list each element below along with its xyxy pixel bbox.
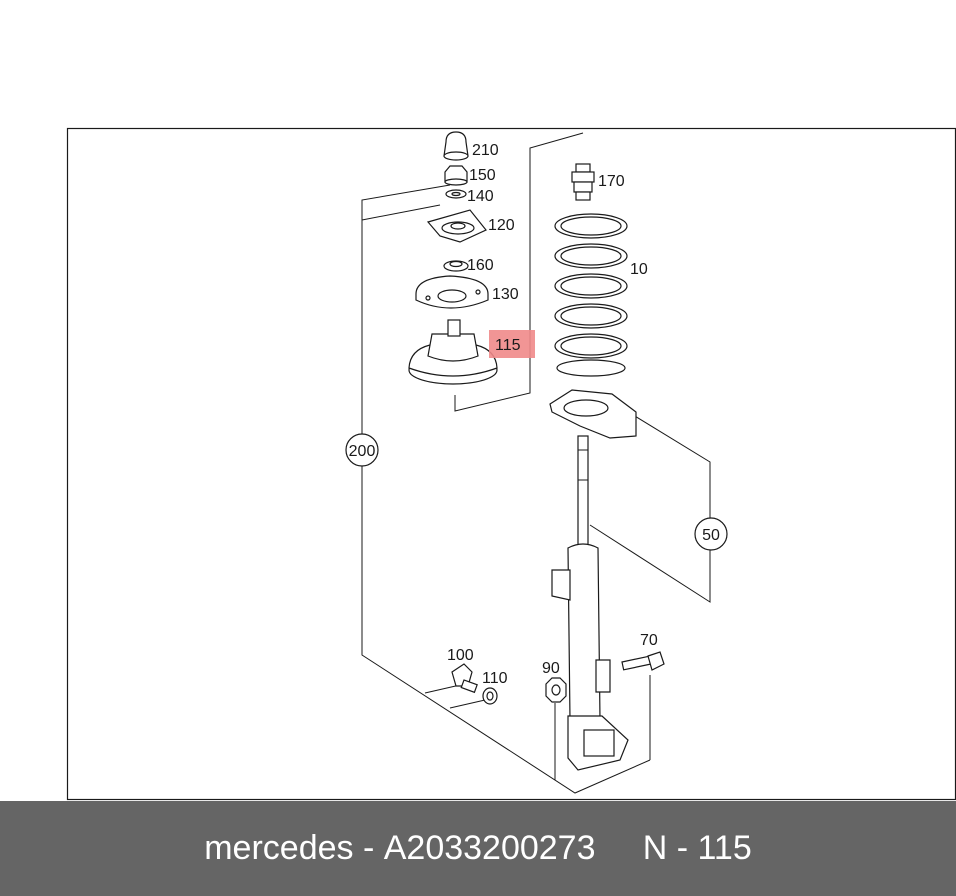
callout-150: 150 bbox=[469, 167, 496, 184]
part-100-bolt bbox=[451, 663, 478, 694]
part-210-cap bbox=[443, 131, 469, 161]
part-140-washer bbox=[445, 189, 467, 199]
part-170-bump-stop bbox=[571, 163, 595, 201]
part-70-bolt bbox=[621, 651, 665, 671]
part-120-plate bbox=[426, 209, 487, 243]
callout-90: 90 bbox=[542, 660, 560, 677]
part-50-spring-seat bbox=[549, 389, 637, 439]
footer-part-number: A2033200273 bbox=[383, 829, 596, 867]
callout-50-circle: 50 bbox=[694, 517, 728, 551]
part-160-bearing bbox=[443, 260, 469, 272]
part-130-plate bbox=[415, 275, 489, 309]
callout-210: 210 bbox=[472, 142, 499, 159]
callout-115: 115 bbox=[495, 337, 521, 354]
bracket-50 bbox=[589, 409, 711, 603]
svg-text:200: 200 bbox=[349, 443, 376, 460]
callout-10: 10 bbox=[630, 261, 648, 278]
svg-text:50: 50 bbox=[702, 527, 720, 544]
footer-n-value: 115 bbox=[697, 829, 752, 867]
footer-brand: mercedes bbox=[204, 829, 354, 867]
footer-separator-2: - bbox=[667, 829, 698, 867]
exploded-parts-diagram: 210 150 140 120 160 130 115 170 10 100 1… bbox=[66, 127, 956, 801]
part-10-coil-spring bbox=[554, 213, 628, 377]
part-90-nut bbox=[545, 677, 567, 703]
callout-120: 120 bbox=[488, 217, 515, 234]
callout-70: 70 bbox=[640, 632, 658, 649]
part-150-nut bbox=[444, 165, 468, 186]
callout-200-circle: 200 bbox=[345, 433, 379, 467]
footer-bar: mercedes - A2033200273 N - 115 bbox=[0, 801, 956, 896]
footer-n-label: N bbox=[642, 829, 668, 867]
callout-170: 170 bbox=[598, 173, 625, 190]
highlight-115 bbox=[489, 330, 535, 358]
footer-separator: - bbox=[353, 829, 384, 867]
part-110-nut bbox=[482, 687, 498, 705]
callout-140: 140 bbox=[467, 188, 494, 205]
callout-130: 130 bbox=[492, 286, 519, 303]
callout-100: 100 bbox=[447, 647, 474, 664]
part-115-strut-mount bbox=[408, 319, 498, 385]
bracket-200 bbox=[361, 184, 651, 794]
callout-110: 110 bbox=[482, 670, 508, 687]
footer-gap bbox=[596, 829, 643, 868]
bracket-mount bbox=[454, 132, 584, 412]
callout-160: 160 bbox=[467, 257, 494, 274]
part-shock-absorber bbox=[551, 435, 629, 771]
